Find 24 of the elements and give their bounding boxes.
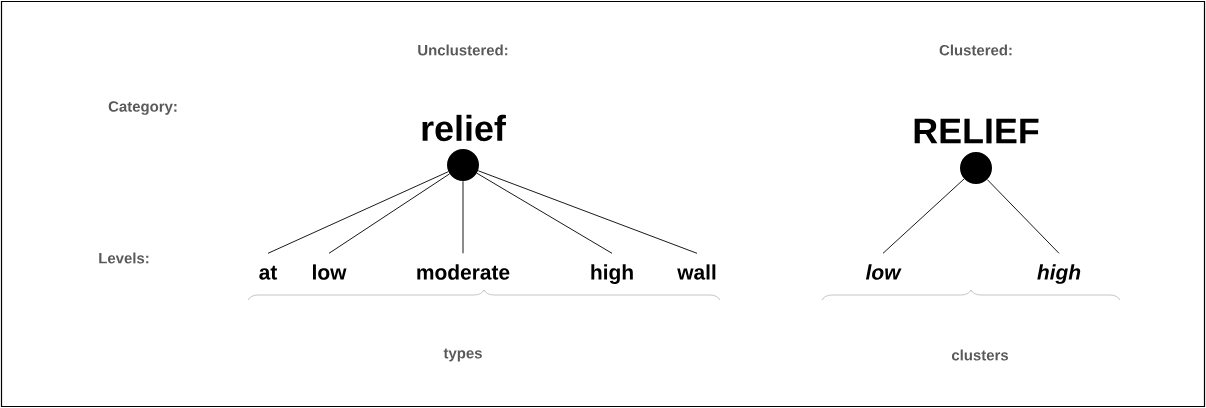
level-word: low: [313, 264, 347, 280]
category-node: relief: [422, 114, 506, 181]
level-word: moderate: [417, 264, 510, 280]
row-label: Category:: [108, 101, 177, 115]
branch-line: [476, 172, 613, 254]
branch-line: [477, 170, 698, 254]
level-word: high: [591, 264, 633, 284]
branch-line: [328, 173, 450, 254]
level-word: wall: [677, 264, 716, 280]
column-heading: Unclustered:: [418, 44, 508, 56]
level-word: high: [1037, 264, 1081, 284]
group-label: types: [443, 348, 482, 362]
row-label: Levels:: [99, 252, 149, 264]
level-word: low: [865, 264, 902, 280]
node-label: RELIEF: [914, 118, 1039, 144]
column-heading: Clustered:: [939, 44, 1012, 56]
branch-line: [267, 171, 449, 254]
branch-line: [462, 180, 464, 254]
branch-line: [986, 179, 1060, 254]
category-node: RELIEF: [914, 118, 1039, 184]
node-label: relief: [422, 114, 506, 142]
branch-line: [882, 178, 965, 254]
level-word: at: [259, 265, 278, 280]
group-label: clusters: [951, 349, 1009, 361]
